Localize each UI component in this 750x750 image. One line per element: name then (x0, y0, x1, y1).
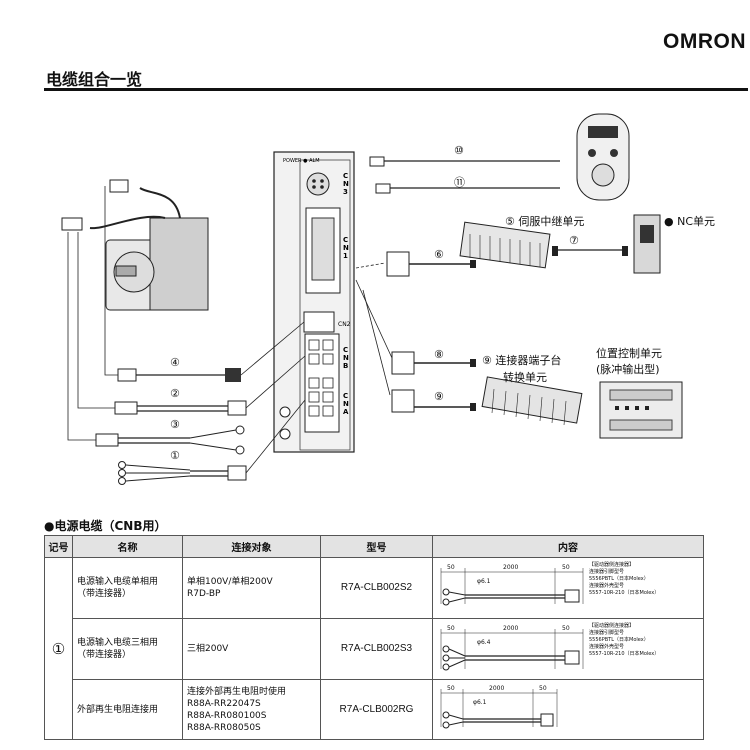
row-model: R7A-CLB002S2 (320, 557, 433, 619)
row-mark: ① (44, 557, 73, 740)
section-title: ●电源电缆（CNB用） (44, 519, 167, 533)
row-target: 三相200V (182, 618, 321, 680)
svg-text:A: A (343, 408, 349, 416)
note-line: 【驱动器侧连接器】 (589, 623, 635, 629)
callout-2: ② (170, 387, 180, 400)
dim-mid: 2000 (489, 684, 505, 692)
header-model: 型号 (320, 535, 433, 558)
row-name: 电源输入电缆三相用 （带连接器） (72, 618, 183, 680)
relay-unit-label: ⑤ 伺服中继单元 (505, 215, 585, 228)
dim-diameter: φ6.1 (473, 698, 487, 706)
svg-text:B: B (343, 362, 348, 370)
target-line: R88A-RR22047S (187, 698, 261, 709)
dim-right: 50 (562, 625, 570, 632)
header-name: 名称 (72, 535, 183, 558)
callout-11: ⑪ (454, 176, 465, 189)
servo-relay-unit (459, 221, 551, 269)
connector-terminal-unit (481, 376, 583, 424)
cable-drawing (440, 629, 584, 671)
note-line: 连接器引脚型号 (589, 569, 625, 575)
note-line: 5556PBTL（日本Molex） (589, 637, 649, 643)
cable-drawing (440, 688, 558, 728)
connector-note: 【驱动器侧连接器】 连接器引脚型号 5556PBTL（日本Molex） 连接器外… (589, 623, 659, 658)
title-rule (44, 88, 748, 91)
position-unit-label-2: (脉冲输出型) (596, 363, 660, 376)
dim-right: 50 (539, 684, 547, 692)
terminal-unit-label-2: 转换单元 (503, 371, 547, 384)
note-line: 5557-10R-210（日本Molex） (589, 590, 660, 596)
position-unit-label: 位置控制单元 (596, 347, 662, 360)
note-line: 【驱动器侧连接器】 (589, 562, 635, 568)
svg-text:C: C (343, 172, 348, 180)
svg-text:CN2: CN2 (338, 321, 351, 328)
svg-text:N: N (343, 180, 349, 188)
note-line: 连接器外壳型号 (589, 644, 625, 650)
svg-text:C: C (343, 392, 348, 400)
note-line: 5556PBTL（日本Molex） (589, 576, 649, 582)
dim-diameter: φ6.1 (477, 578, 491, 585)
dim-right: 50 (562, 564, 570, 571)
note-line: 5557-10R-210（日本Molex） (589, 651, 660, 657)
callout-7: ⑦ (569, 234, 579, 247)
svg-text:C: C (343, 346, 348, 354)
callout-9: ⑨ (434, 390, 444, 403)
table-row: 外部再生电阻连接用 连接外部再生电阻时使用 R88A-RR22047S R88A… (45, 679, 704, 740)
target-line: 连接外部再生电阻时使用 (187, 686, 287, 697)
row-name: 电源输入电缆单相用 （带连接器） (72, 557, 183, 619)
row-target: 连接外部再生电阻时使用 R88A-RR22047S R88A-RR080100S… (182, 679, 321, 740)
row-model: R7A-CLB002RG (320, 679, 433, 740)
row-model: R7A-CLB002S3 (320, 618, 433, 680)
dim-left: 50 (447, 625, 455, 632)
header-content: 内容 (432, 535, 704, 558)
row-drawing: 50 2000 50 φ6.1 【驱动器侧连接器】 连接器引脚型号 5556PB… (432, 557, 704, 619)
callout-8: ⑧ (434, 348, 444, 361)
name-line: 电源输入电缆单相用 (77, 577, 159, 587)
note-line: 连接器引脚型号 (589, 630, 625, 636)
callout-4: ④ (170, 356, 180, 369)
terminal-unit-label: ⑨ 连接器端子台 (482, 354, 562, 367)
omron-logo: OMRON (663, 30, 746, 53)
page-title: 电缆组合一览 (46, 70, 143, 89)
callout-6: ⑥ (434, 248, 444, 261)
table-row: 电源输入电缆三相用 （带连接器） 三相200V R7A-CLB002S3 (45, 618, 704, 680)
target-line: R88A-RR080100S (187, 710, 267, 721)
callout-10: ⑩ (454, 144, 464, 157)
target-line: 单相100V/单相200V (187, 577, 273, 587)
svg-text:1: 1 (343, 252, 348, 260)
svg-text:N: N (343, 244, 349, 252)
table-row: ① 电源输入电缆单相用 （带连接器） 单相100V/单相200V R7D-BP … (44, 557, 704, 740)
cable-drawing (440, 568, 584, 606)
svg-text:C: C (343, 236, 348, 244)
row-drawing: 50 2000 50 φ6.1 (432, 679, 704, 740)
svg-text:N: N (343, 354, 349, 362)
cable-diagram: POWER ● ALM CN3 CN1 CN2 CNB CNA (61, 113, 683, 485)
name-line: （带连接器） (77, 650, 132, 660)
dim-left: 50 (447, 684, 455, 692)
cn2-port (303, 311, 335, 333)
svg-text:POWER ● ALM: POWER ● ALM (283, 158, 320, 164)
dim-left: 50 (447, 564, 455, 571)
name-line: 电源输入电缆三相用 (77, 638, 159, 648)
svg-text:3: 3 (343, 188, 348, 196)
target-line: R88A-RR08050S (187, 722, 261, 733)
name-line: （带连接器） (77, 589, 132, 599)
dim-mid: 2000 (503, 564, 519, 571)
target-line: R7D-BP (187, 589, 221, 599)
header-mark: 记号 (44, 535, 73, 558)
callout-1: ① (170, 449, 180, 462)
svg-text:N: N (343, 400, 349, 408)
cable-spec-table: 记号 名称 连接对象 型号 内容 ① 电源输入电缆单相用 （带连接器） 单相10… (44, 535, 704, 740)
nc-unit (633, 214, 661, 274)
table-header-row: 记号 名称 连接对象 型号 内容 (44, 535, 704, 558)
dim-diameter: φ6.4 (477, 639, 491, 646)
nc-unit-label: ● NC单元 (664, 215, 716, 228)
dim-mid: 2000 (503, 625, 519, 632)
connector-note: 【驱动器侧连接器】 连接器引脚型号 5556PBTL（日本Molex） 连接器外… (589, 562, 659, 597)
callout-3: ③ (170, 418, 180, 431)
note-line: 连接器外壳型号 (589, 583, 625, 589)
row-drawing: 50 2000 50 φ6.4 【驱动器侧连接器】 连接器引脚型号 5556PB… (432, 618, 704, 680)
header-target: 连接对象 (182, 535, 321, 558)
row-name: 外部再生电阻连接用 (72, 679, 183, 740)
row-target: 单相100V/单相200V R7D-BP (182, 557, 321, 619)
